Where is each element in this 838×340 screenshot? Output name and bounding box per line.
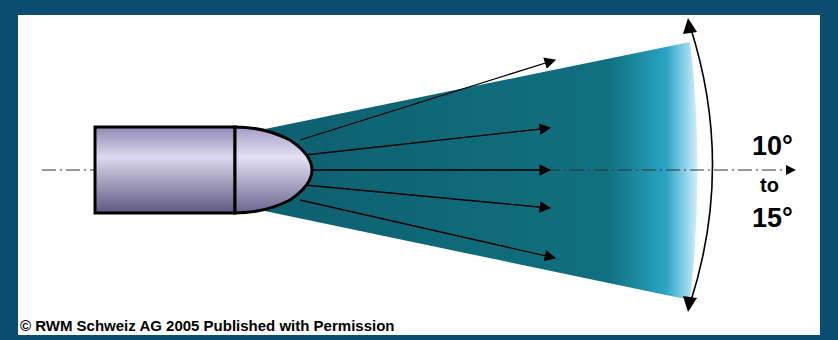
angle-value: 15° (752, 205, 793, 232)
angle-connector-word: to (758, 175, 781, 195)
copyright-notice: © RWM Schweiz AG 2005 Published with Per… (20, 318, 394, 333)
angle-value: 10° (752, 133, 793, 160)
